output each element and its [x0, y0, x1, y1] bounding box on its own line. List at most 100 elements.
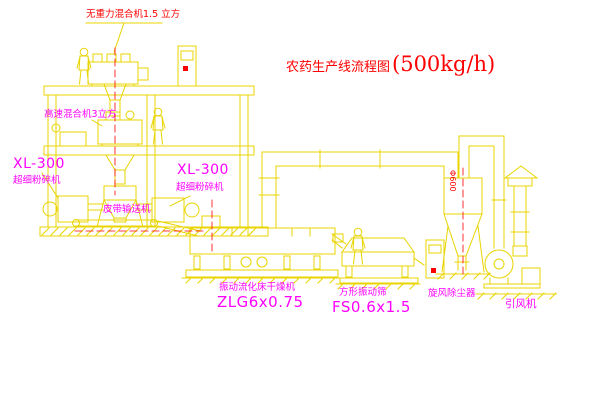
- ground-hatch: [337, 282, 417, 290]
- feed-chute: [331, 233, 347, 249]
- mixer-body: [87, 61, 139, 85]
- sieve-body: [341, 251, 415, 267]
- column-right: [239, 94, 249, 228]
- roller: [150, 219, 158, 227]
- ground-hatch: [477, 292, 557, 300]
- horizontal-duct: [261, 151, 459, 167]
- spring-mount: [223, 255, 231, 270]
- pulverizer-motor: [184, 202, 200, 218]
- base-frame: [185, 269, 339, 278]
- label-dryer-name: 振动流化床干燥机: [219, 282, 296, 293]
- cabinet-panel: [180, 50, 194, 61]
- label-leader: [169, 195, 191, 207]
- mixer-body: [97, 119, 143, 145]
- top-floor-slab: [43, 85, 255, 96]
- label-leader: [41, 172, 59, 199]
- gravity-free-mixer: [85, 22, 163, 117]
- fan-hub: [493, 258, 505, 270]
- label-xl300-center-name: 超细粉碎机: [176, 182, 224, 193]
- belt-conveyor: [72, 219, 201, 237]
- mixer-port: [106, 53, 117, 63]
- label-leader: [85, 22, 163, 53]
- support-legs: [441, 225, 485, 273]
- label-dryer-model: ZLG6x0.75: [217, 293, 304, 311]
- label-cyclone-diameter: Φ600: [447, 170, 457, 192]
- rain-cap-roof: [503, 165, 539, 179]
- spring-mount: [313, 255, 321, 270]
- column-middle: [146, 94, 156, 228]
- label-sieve-model: FS0.6x1.5: [332, 298, 411, 316]
- spring-mount: [345, 265, 353, 278]
- centerlines: [74, 47, 464, 279]
- top-segments: [231, 227, 311, 237]
- fan-inlet-duct: [491, 135, 507, 249]
- spring-mount: [193, 255, 201, 270]
- label-xl300-left-model: XL-300: [13, 156, 65, 172]
- label-belt-conveyor: 皮带输送机: [103, 204, 151, 215]
- mixer-port: [92, 53, 103, 63]
- label-cyclone-name: 旋风除尘器: [428, 288, 476, 299]
- mixer-motor: [137, 67, 149, 81]
- riser-duct: [261, 151, 277, 229]
- label-leader: [91, 119, 103, 127]
- roller: [72, 219, 80, 227]
- pulverizer-center: [135, 195, 200, 223]
- cabinet-body: [177, 45, 197, 87]
- vibration-motor: [240, 256, 252, 268]
- riser-flanges: [258, 177, 280, 196]
- label-top-mixer: 无重力混合机1.5 立方: [86, 9, 181, 20]
- mixer-port: [120, 53, 131, 63]
- connect-pipe: [135, 203, 153, 211]
- control-cabinet-1: [177, 45, 197, 87]
- label-xl300-center-model: XL-300: [177, 162, 229, 178]
- feeder-unit: [59, 131, 87, 147]
- worker-figure: [150, 107, 166, 145]
- worker-figures: [76, 47, 366, 265]
- ground-hatch: [437, 272, 491, 280]
- mixer-feet: [101, 143, 139, 147]
- fan-feet: [489, 277, 509, 285]
- separator-cylinder: [103, 185, 137, 201]
- clean-air-riser: [458, 135, 470, 179]
- connect-pipe: [87, 203, 105, 211]
- pulverizer-motor: [42, 201, 58, 217]
- worker-figure: [76, 47, 92, 85]
- label-xl300-left-name: 超细粉碎机: [13, 175, 61, 186]
- label-fan-name: 引风机: [505, 298, 537, 310]
- elbow-down: [443, 151, 459, 179]
- indicator-light: [183, 66, 188, 71]
- belt: [75, 219, 155, 227]
- inlet-port: [105, 111, 121, 121]
- high-speed-mixer: [51, 110, 143, 185]
- exhaust-ductwork: [258, 149, 459, 229]
- induced-draft-fan: [475, 249, 557, 300]
- label-sieve-name: 方形振动筛: [339, 287, 387, 298]
- control-cabinet-2: [425, 239, 445, 279]
- ground-hatch: [41, 227, 257, 236]
- label-high-speed-mixer: 高速混合机3立方: [44, 109, 117, 120]
- stack-flanges: [510, 211, 530, 233]
- indicator-light: [431, 268, 436, 273]
- fan-base: [483, 283, 541, 289]
- clean-air-duct: [458, 135, 505, 147]
- stack-pipe: [513, 185, 527, 247]
- spring-mount: [401, 265, 409, 278]
- rain-cap-collar: [507, 177, 533, 187]
- discharge-cone: [105, 154, 135, 171]
- mixer-feet: [91, 83, 135, 87]
- drawing-title: 农药生产线流程图 (500kg/h): [286, 52, 495, 76]
- title-text: 农药生产线流程图: [286, 60, 391, 75]
- column-left: [47, 94, 57, 228]
- title-capacity: (500kg/h): [392, 52, 496, 76]
- vibrating-sieve: [331, 233, 425, 290]
- building-frame: [39, 85, 269, 237]
- cabinet-panel: [428, 244, 442, 254]
- dust-outlet-pipe: [454, 255, 470, 271]
- second-floor-slab: [43, 145, 255, 156]
- ground-hatch: [185, 276, 337, 284]
- feeder-motor: [51, 123, 61, 133]
- feed-inlet: [201, 215, 221, 229]
- vibration-motor: [256, 256, 268, 268]
